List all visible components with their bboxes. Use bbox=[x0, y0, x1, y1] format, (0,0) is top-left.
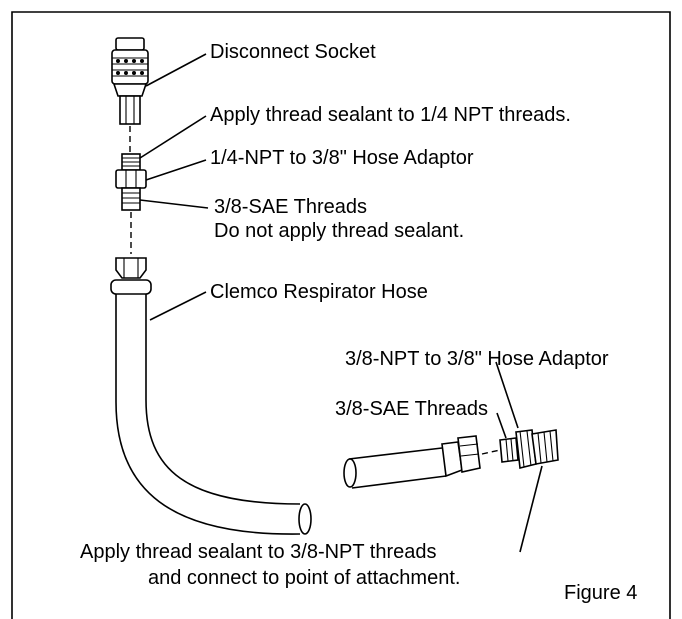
disconnect-socket-part bbox=[111, 37, 149, 125]
leader-respirator-hose bbox=[149, 291, 207, 321]
label-sealant-three-eighths-line1: Apply thread sealant to 3/8-NPT threads bbox=[80, 541, 437, 563]
three-eighths-adaptor-part bbox=[499, 429, 559, 469]
label-sealant-quarter-npt: Apply thread sealant to 1/4 NPT threads. bbox=[210, 104, 571, 126]
leader-sealant-three-eighths bbox=[519, 465, 543, 553]
label-disconnect-socket: Disconnect Socket bbox=[210, 41, 376, 63]
label-adaptor-three-eighths: 3/8-NPT to 3/8" Hose Adaptor bbox=[345, 348, 609, 370]
quarter-npt-adaptor-part bbox=[115, 153, 147, 211]
leader-disconnect-socket bbox=[145, 53, 207, 87]
label-sealant-three-eighths-line2: and connect to point of attachment. bbox=[148, 567, 461, 589]
leader-sealant-quarter bbox=[139, 115, 207, 159]
figure-caption: Figure 4 bbox=[564, 582, 638, 604]
leader-adaptor-quarter bbox=[145, 159, 207, 181]
label-no-sealant: Do not apply thread sealant. bbox=[214, 220, 465, 242]
respirator-hose-part bbox=[110, 257, 481, 535]
label-adaptor-quarter: 1/4-NPT to 3/8" Hose Adaptor bbox=[210, 147, 474, 169]
alignment-line-3 bbox=[481, 449, 501, 455]
frame-border bbox=[11, 11, 671, 619]
label-sae-threads-right: 3/8-SAE Threads bbox=[335, 398, 489, 420]
leader-adaptor-three-eighths bbox=[495, 361, 519, 429]
leader-sae-threads-top bbox=[139, 199, 209, 209]
label-respirator-hose: Clemco Respirator Hose bbox=[210, 281, 428, 303]
label-sae-threads-top: 3/8-SAE Threads bbox=[214, 196, 368, 218]
leader-sae-threads-right bbox=[496, 412, 507, 439]
